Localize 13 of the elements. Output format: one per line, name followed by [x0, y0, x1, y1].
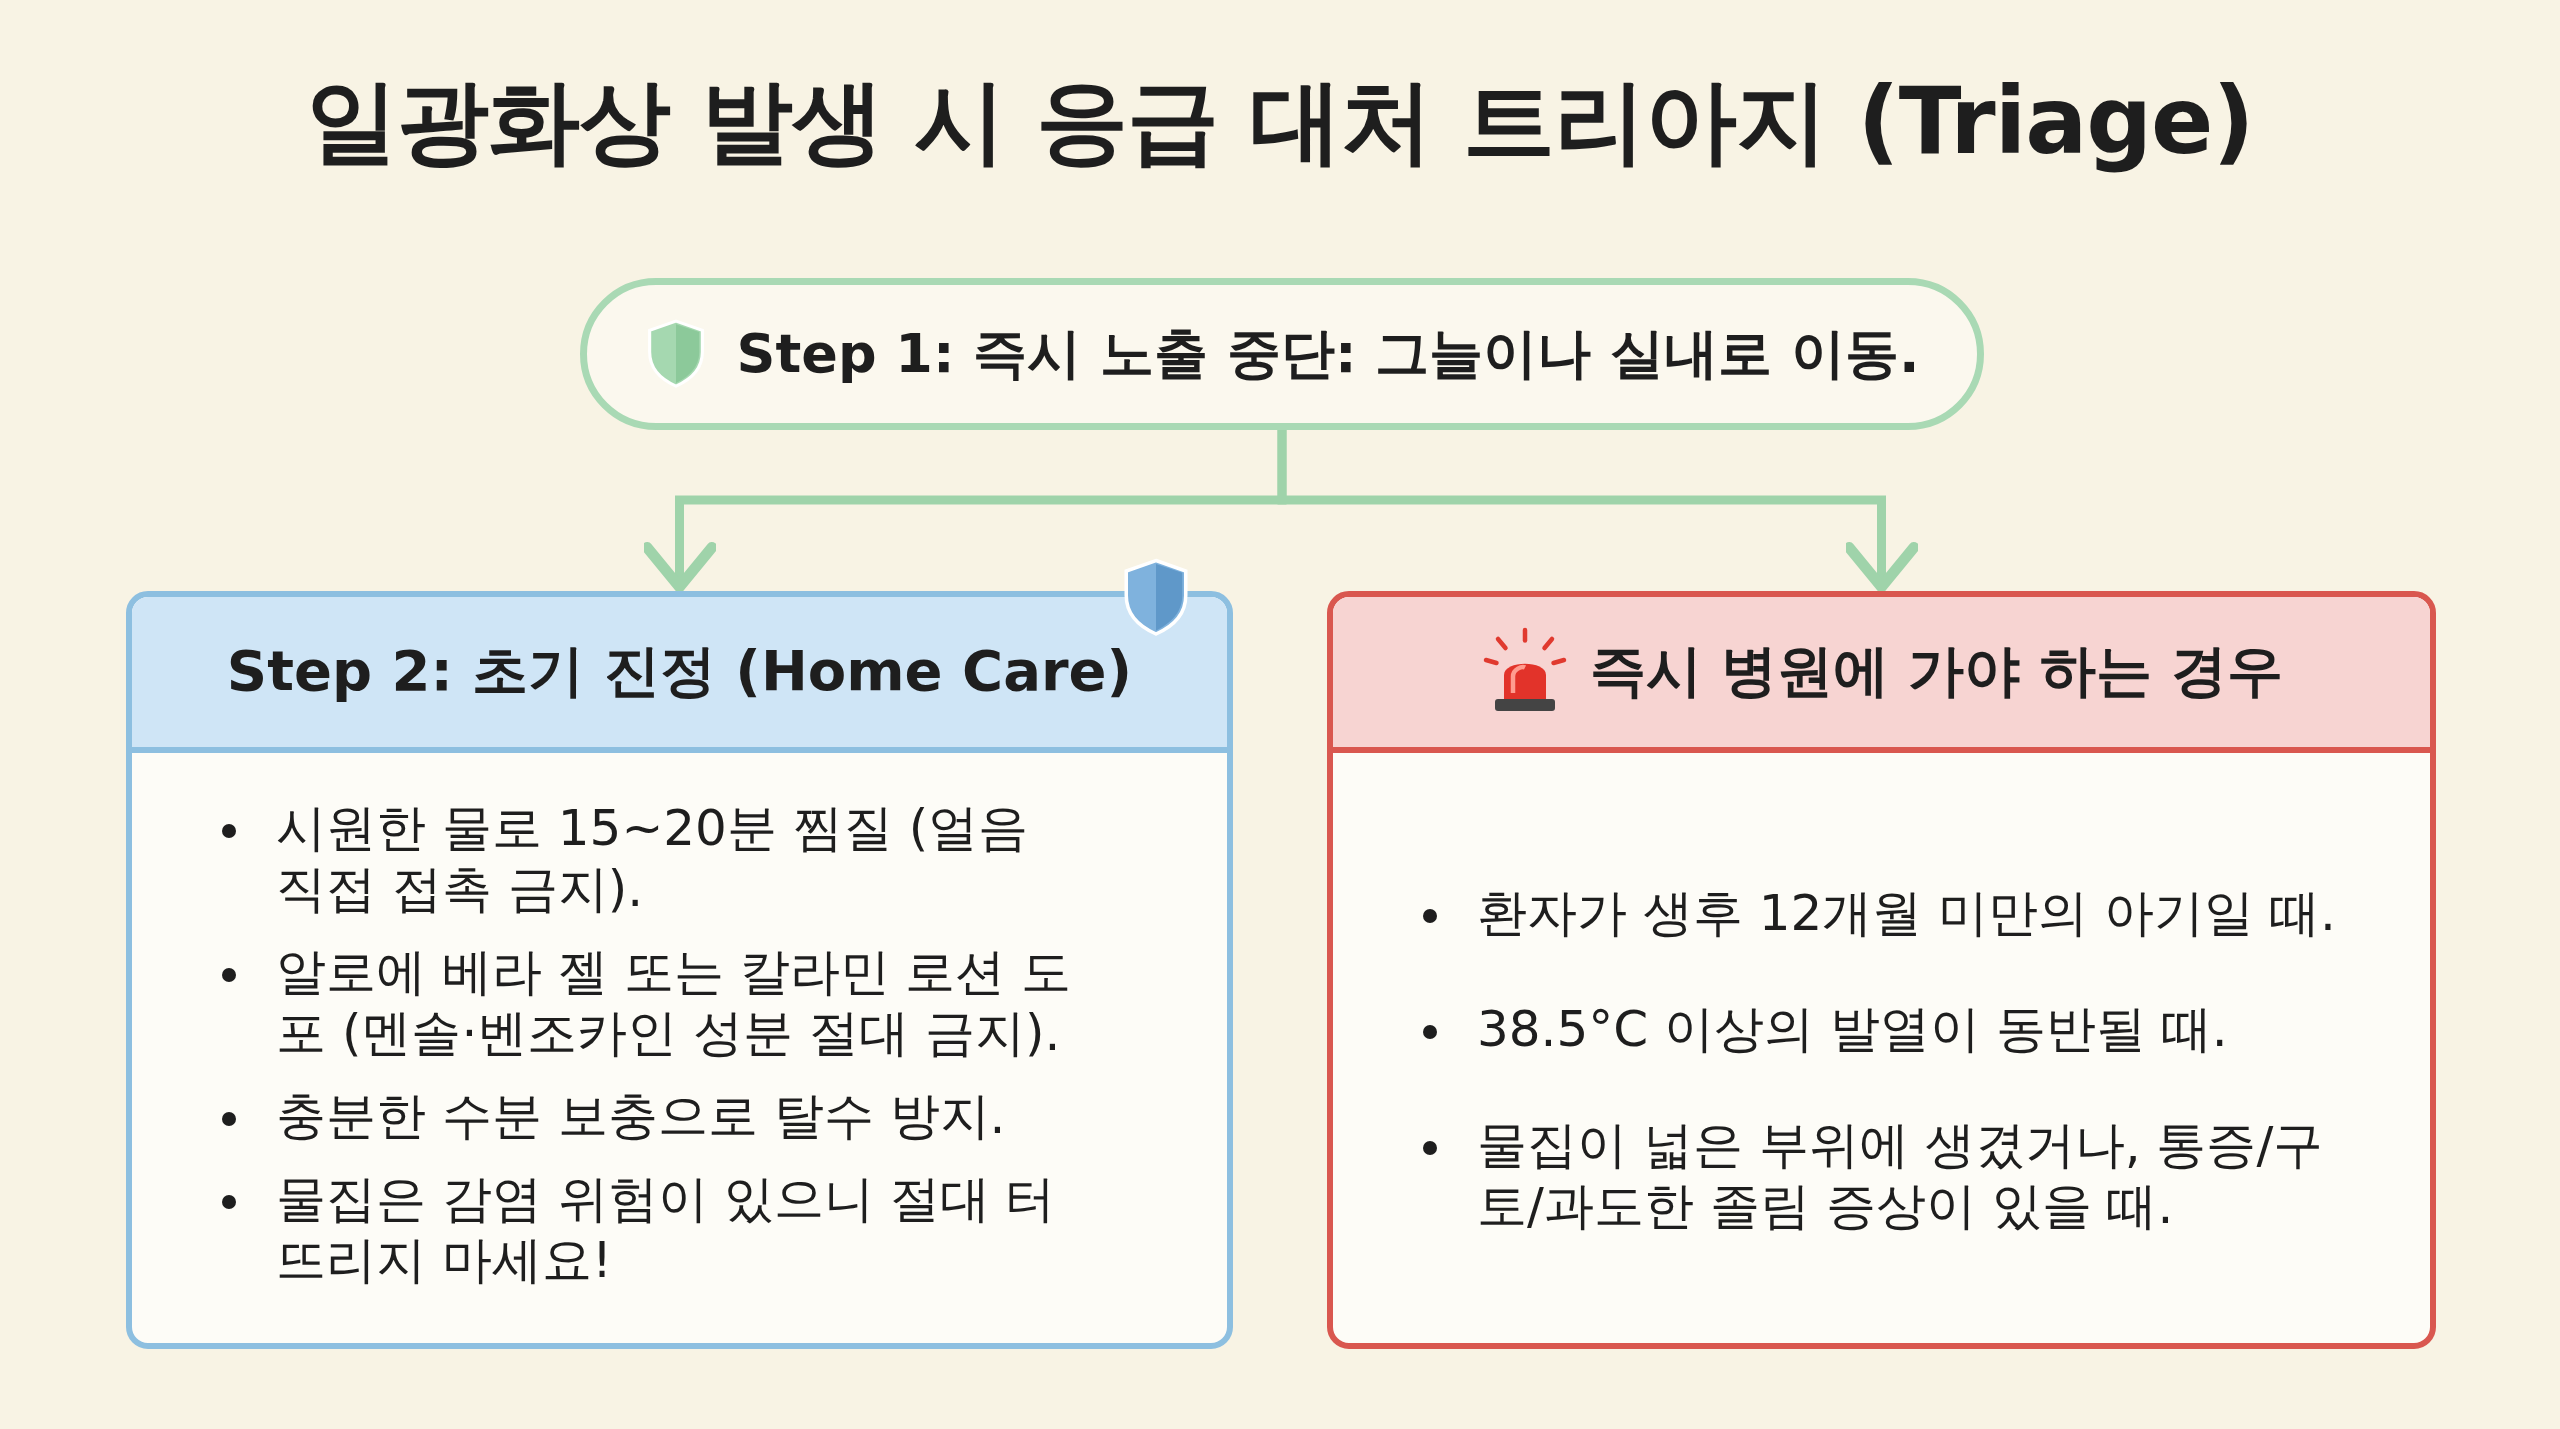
alert-card [1327, 591, 2436, 1349]
bullet-text: 물집은 감염 위험이 있으니 절대 터뜨리지 마세요! [276, 1169, 1057, 1291]
bullet-text: 환자가 생후 12개월 미만의 아기일 때. [1477, 883, 2336, 944]
heading: 즉시 병원에 가야 하는 경우 [1589, 637, 2284, 705]
bullet-text: 물집이 넓은 부위에 생겼거나, 통증/구토/과도한 졸림 증상이 있을 때. [1477, 1115, 2325, 1237]
title: 일광화상 발생 시 응급 대처 트리아지 (Triage) [305, 67, 2255, 177]
bullet-text: 시원한 물로 15~20분 찜질 (얼음 직접 접촉 금지). [276, 798, 1030, 920]
bullet-text: 38.5°C 이상의 발열이 동반될 때. [1477, 999, 2228, 1060]
bullet-text: 알로에 베라 젤 또는 칼라민 로션 도포 (멘솔·벤조카인 성분 절대 금지). [276, 942, 1073, 1064]
bullet-text: 충분한 수분 보충으로 탈수 방지. [276, 1086, 1006, 1147]
arrow [1277, 430, 1920, 593]
heading: Step 2: 초기 진정 (Home Care) [226, 637, 1133, 705]
step-text: Step 1: 즉시 노출 중단: 그늘이나 실내로 이동. [736, 320, 1920, 387]
